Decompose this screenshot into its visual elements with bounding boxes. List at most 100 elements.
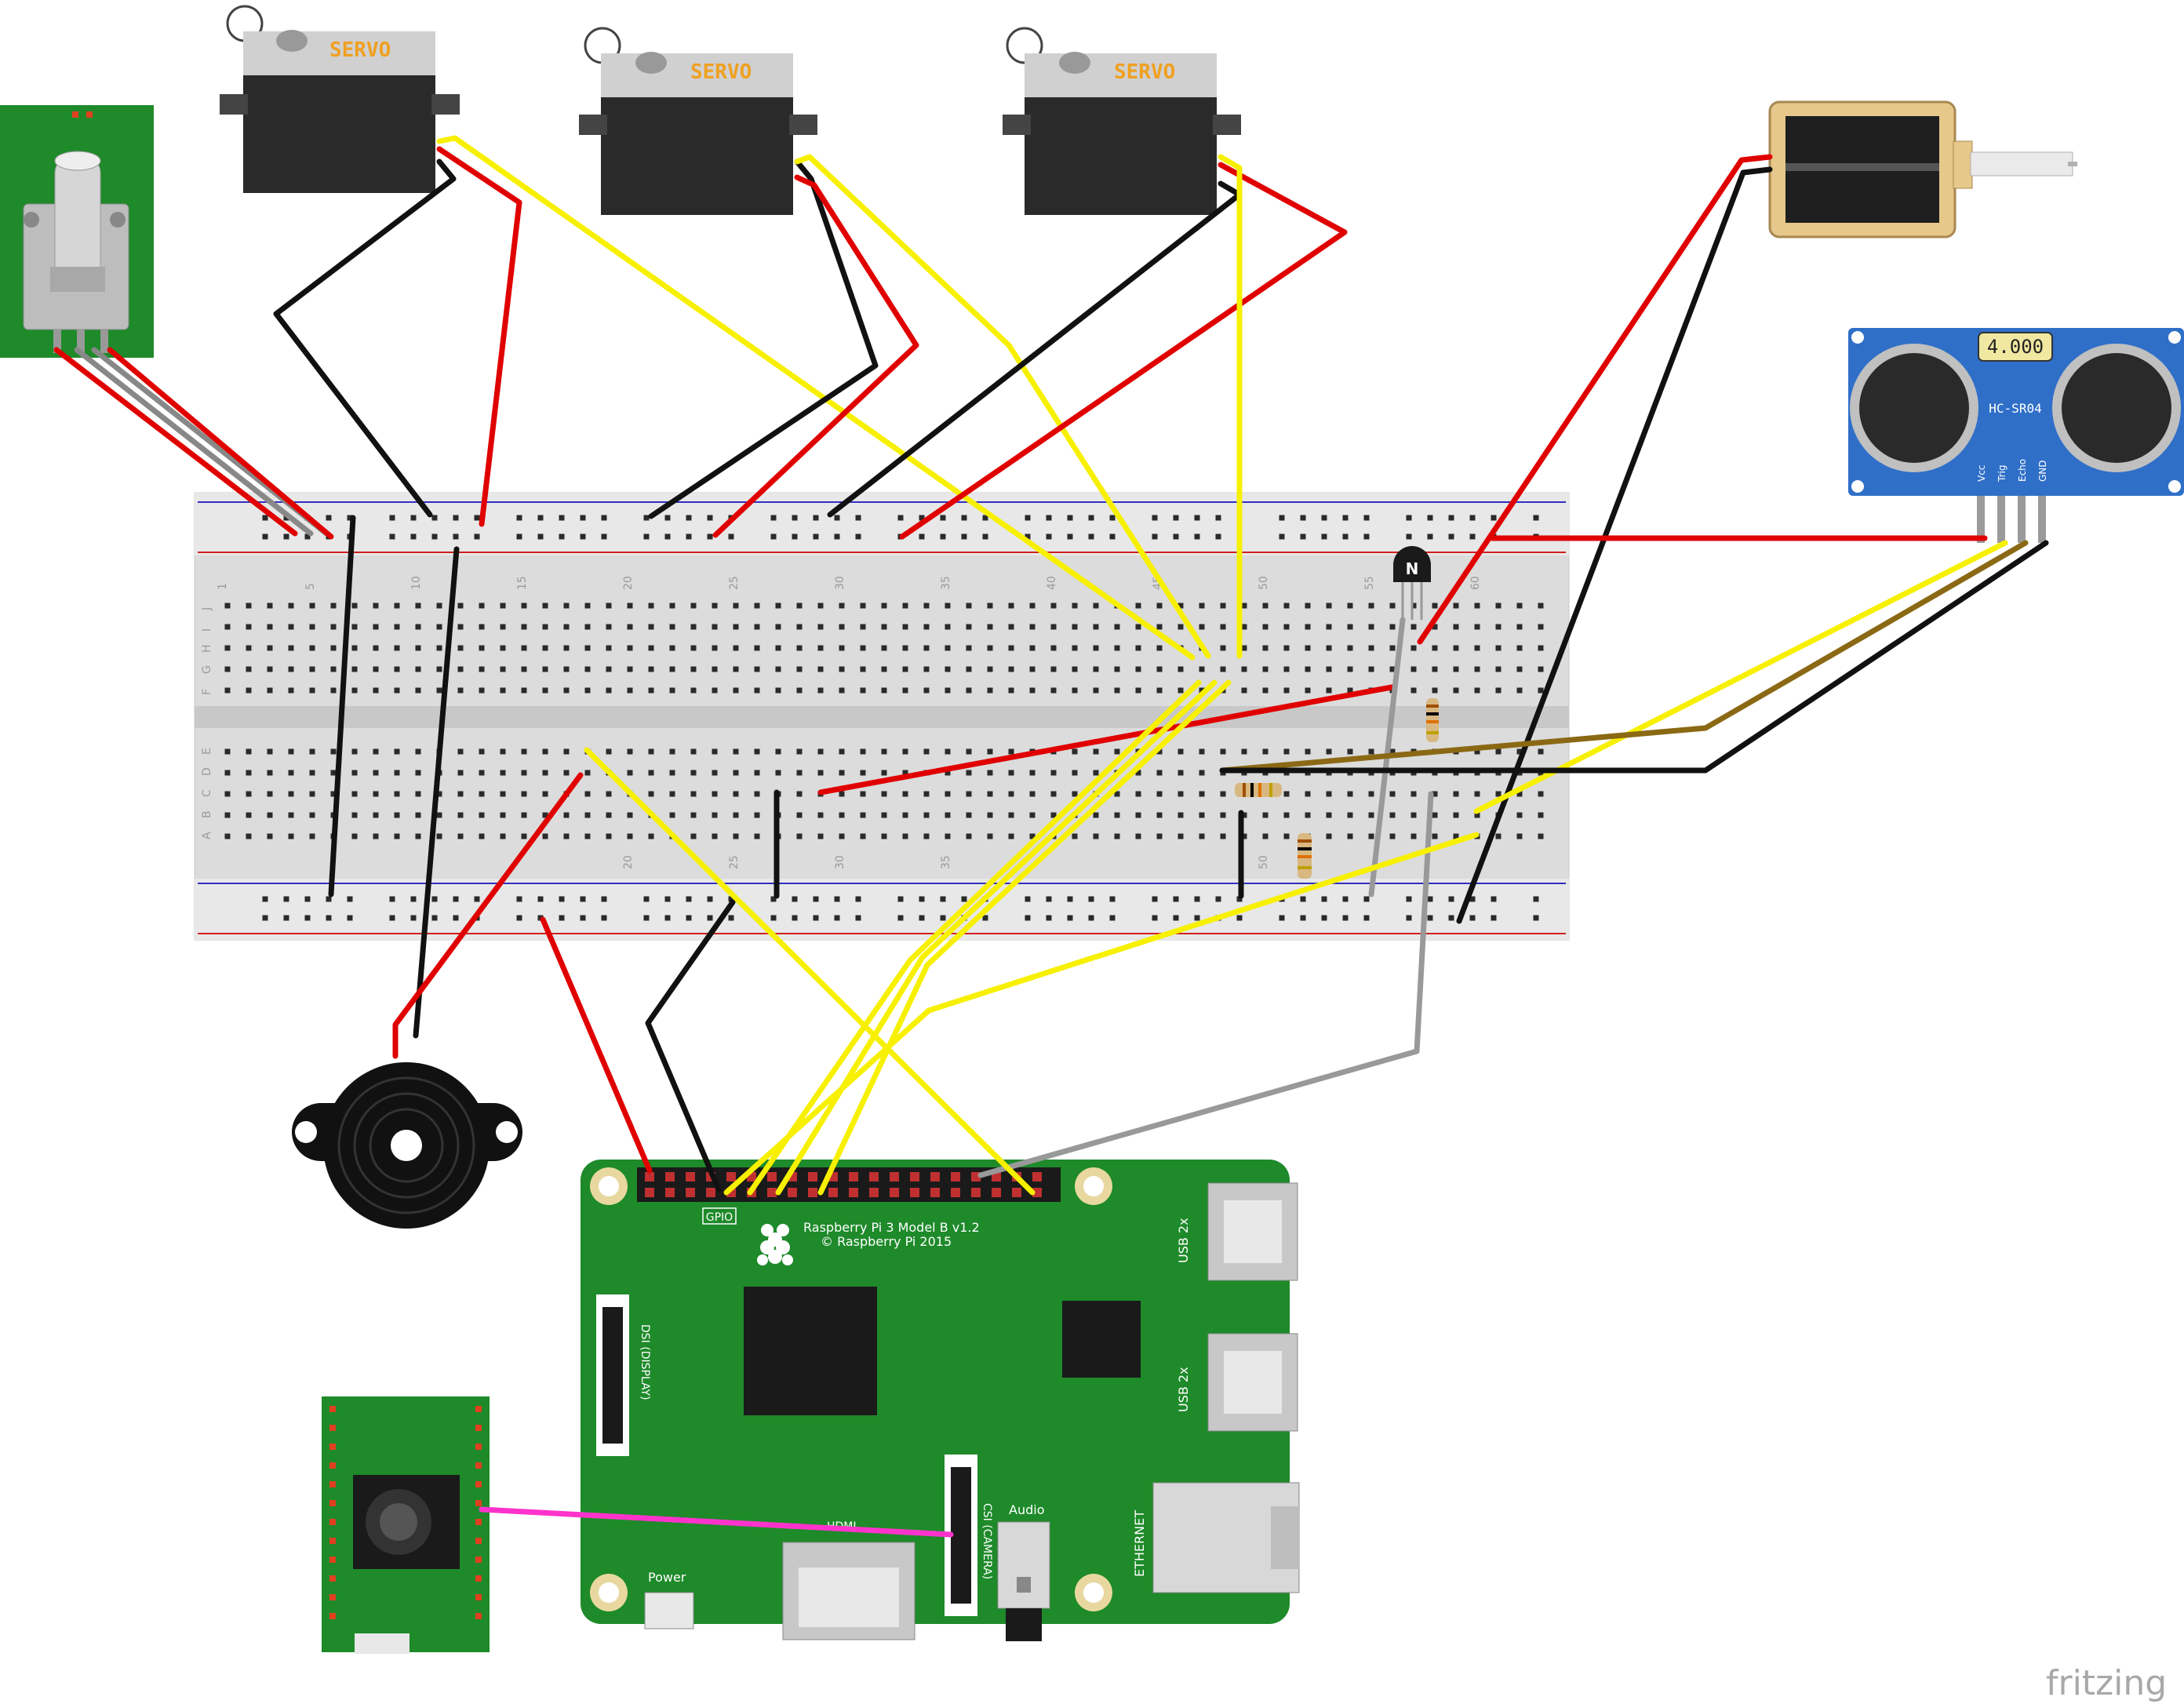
breadboard-hole — [351, 812, 358, 818]
breadboard-hole — [945, 624, 951, 630]
breadboard-hole — [982, 515, 988, 521]
breadboard-hole — [1241, 748, 1247, 755]
breadboard-hole — [1516, 603, 1523, 609]
gpio-pin — [849, 1188, 858, 1197]
breadboard-hole — [500, 687, 506, 694]
breadboard-hole — [521, 791, 527, 797]
breadboard-hole — [1453, 791, 1459, 797]
breadboard-hole — [351, 833, 358, 839]
wire-black — [645, 899, 736, 1192]
breadboard-hole — [326, 515, 332, 521]
breadboard-hole — [1305, 603, 1311, 609]
breadboard-hole — [267, 687, 273, 694]
gpio-pin — [645, 1172, 654, 1182]
breadboard-hole — [627, 666, 633, 672]
breadboard-hole — [1453, 603, 1459, 609]
wire-yellow — [747, 679, 1202, 1196]
breadboard-hole — [351, 624, 358, 630]
breadboard-hole — [1178, 791, 1184, 797]
breadboard-hole — [224, 666, 231, 672]
gpio-pin — [726, 1172, 736, 1182]
breadboard-hole — [457, 812, 464, 818]
breadboard-hole — [643, 533, 650, 540]
breadboard-hole — [855, 515, 861, 521]
breadboard-hole — [500, 603, 506, 609]
column-number: 5 — [304, 583, 317, 590]
breadboard-hole — [246, 603, 252, 609]
column-number: 25 — [728, 576, 741, 590]
column-number: 60 — [1469, 576, 1482, 590]
gpio-pin — [686, 1188, 695, 1197]
breadboard-hole — [1474, 687, 1480, 694]
csi-label: CSI (CAMERA) — [981, 1503, 993, 1579]
breadboard-hole — [796, 624, 803, 630]
breadboard-hole — [1347, 791, 1353, 797]
breadboard-hole — [860, 645, 866, 651]
breadboard-hole — [246, 791, 252, 797]
breadboard-hole — [648, 645, 654, 651]
row-letter: A — [201, 832, 213, 839]
breadboard-hole — [559, 533, 565, 540]
breadboard-hole — [945, 812, 951, 818]
breadboard-hole — [601, 533, 607, 540]
breadboard-hole — [1389, 791, 1396, 797]
breadboard-hole — [1305, 812, 1311, 818]
breadboard-hole — [712, 833, 718, 839]
breadboard-hole — [1156, 812, 1163, 818]
gpio-pin — [869, 1172, 879, 1182]
breadboard-hole — [1283, 812, 1290, 818]
gpio-pin — [951, 1188, 960, 1197]
breadboard-hole — [351, 645, 358, 651]
breadboard-hole — [1495, 624, 1502, 630]
breadboard-hole — [500, 624, 506, 630]
breadboard-hole — [537, 896, 544, 902]
breadboard-hole — [1241, 812, 1247, 818]
breadboard-hole — [881, 791, 887, 797]
breadboard-hole — [351, 687, 358, 694]
breadboard-hole — [1347, 687, 1353, 694]
breadboard-hole — [1410, 791, 1417, 797]
breadboard-hole — [563, 645, 570, 651]
breadboard-hole — [754, 624, 760, 630]
breadboard-hole — [775, 748, 781, 755]
breadboard-hole — [1516, 687, 1523, 694]
breadboard-hole — [1008, 666, 1014, 672]
solenoid — [1768, 100, 2077, 238]
breadboard-hole — [1236, 896, 1243, 902]
breadboard-hole — [961, 533, 967, 540]
breadboard-hole — [1300, 533, 1306, 540]
breadboard-hole — [606, 812, 612, 818]
breadboard-hole — [1152, 515, 1158, 521]
breadboard-hole — [1326, 833, 1332, 839]
breadboard-hole — [690, 748, 697, 755]
breadboard-hole — [580, 533, 586, 540]
breadboard-hole — [881, 770, 887, 776]
column-number: 35 — [940, 576, 952, 590]
breadboard-hole — [457, 770, 464, 776]
breadboard-hole — [966, 645, 972, 651]
breadboard-hole — [309, 603, 315, 609]
breadboard-hole — [415, 645, 421, 651]
breadboard-hole — [1326, 624, 1332, 630]
breadboard-hole — [584, 791, 591, 797]
breadboard-hole — [1029, 791, 1036, 797]
breadboard-hole — [1469, 915, 1476, 921]
breadboard-hole — [1152, 896, 1158, 902]
breadboard-hole — [1262, 833, 1269, 839]
breadboard-hole — [1406, 533, 1412, 540]
sensor-pin-label: Trig — [1997, 465, 2007, 482]
breadboard-hole — [394, 666, 400, 672]
breadboard-hole — [627, 748, 633, 755]
breadboard-hole — [246, 624, 252, 630]
breadboard-hole — [474, 896, 480, 902]
breadboard-hole — [982, 915, 988, 921]
breadboard-hole — [1178, 687, 1184, 694]
breadboard-hole — [669, 791, 675, 797]
gpio-pin — [767, 1188, 777, 1197]
breadboard-hole — [351, 770, 358, 776]
breadboard-hole — [606, 645, 612, 651]
breadboard-hole — [1114, 687, 1120, 694]
breadboard-hole — [1474, 603, 1480, 609]
gpio-pin — [706, 1188, 715, 1197]
breadboard-hole — [733, 687, 739, 694]
